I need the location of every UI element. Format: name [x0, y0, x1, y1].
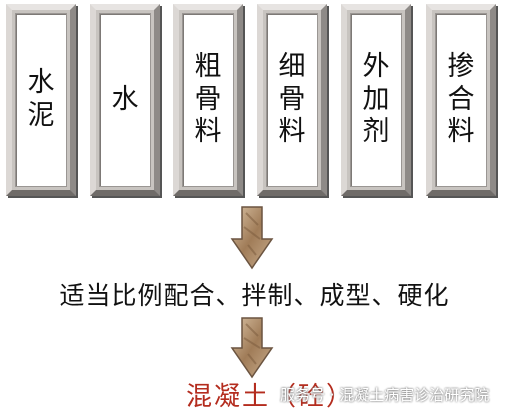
down-arrow-icon	[230, 317, 274, 379]
material-box-inner: 掺合料	[435, 13, 487, 187]
material-box-inner: 外加剂	[350, 13, 402, 187]
material-label: 水	[111, 83, 139, 115]
material-box-cement: 水泥	[6, 4, 76, 196]
material-label: 外加剂	[362, 50, 390, 148]
material-box-coarse-aggregate: 粗骨料	[173, 4, 243, 196]
material-label: 细骨料	[278, 50, 306, 148]
material-label: 水泥	[27, 67, 55, 131]
material-box-admixture: 外加剂	[341, 4, 411, 196]
material-box-mineral-additive: 掺合料	[426, 4, 496, 196]
material-box-inner: 粗骨料	[182, 13, 234, 187]
down-arrow-icon	[230, 206, 274, 270]
material-box-inner: 水	[99, 13, 151, 187]
watermark-text: 服务号 · 混凝土病害诊治研究院	[280, 386, 490, 404]
process-steps-text: 适当比例配合、拌制、成型、硬化	[59, 281, 450, 310]
material-box-inner: 水泥	[15, 13, 67, 187]
material-box-fine-aggregate: 细骨料	[257, 4, 327, 196]
material-box-water: 水	[90, 4, 160, 196]
material-label: 粗骨料	[194, 50, 222, 148]
material-box-inner: 细骨料	[266, 13, 318, 187]
result-concrete-text: 混凝土（砼）	[186, 382, 355, 412]
material-label: 掺合料	[447, 50, 475, 148]
